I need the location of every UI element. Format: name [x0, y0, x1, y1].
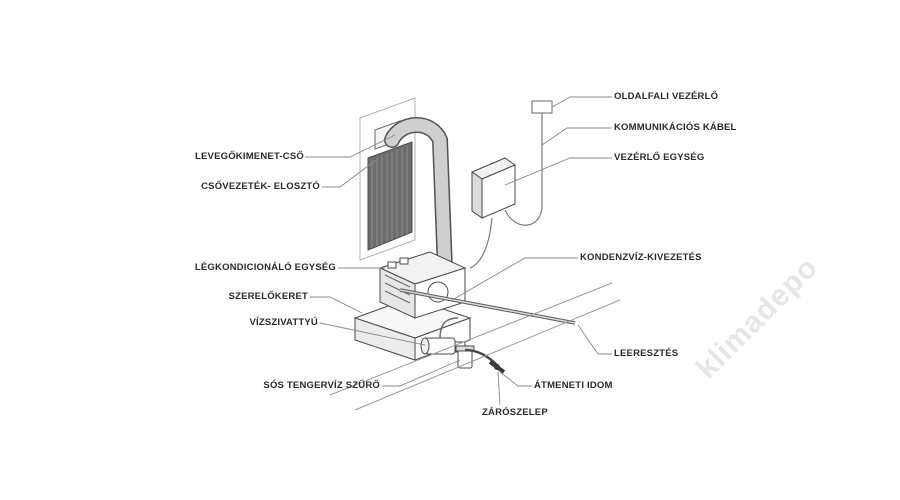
leader-zaroszelep — [498, 372, 500, 405]
seacock-valve — [490, 362, 504, 372]
leader-csovezetek-eloszto — [322, 160, 376, 187]
label-atmeneti-idom: ÁTMENETI IDOM — [534, 380, 613, 391]
hull-line-upper — [330, 283, 612, 395]
label-kommunikacios-kabel: KOMMUNIKÁCIÓS KÁBEL — [614, 122, 737, 133]
leader-levegokimenet-cso — [305, 135, 395, 157]
label-kondenzviz-kivezetes: KONDENZVÍZ-KIVEZETÉS — [580, 252, 702, 263]
label-vezerlo-egyseg: VEZÉRLŐ EGYSÉG — [614, 152, 705, 163]
label-szerelokeret: SZERELŐKERET — [228, 291, 308, 302]
label-zaroszelep: ZÁRÓSZELEP — [482, 407, 548, 418]
leader-kommunikacios-kabel — [542, 128, 612, 145]
air-outlet-duct — [392, 125, 445, 270]
leader-atmeneti-idom — [500, 372, 532, 386]
control-unit-box — [472, 158, 515, 218]
label-oldalfali-vezerlo: OLDALFALI VEZÉRLŐ — [614, 91, 719, 102]
hull-line-lower — [355, 300, 620, 410]
leader-vizszivattyu — [320, 323, 425, 345]
label-csovezetek-eloszto: CSŐVEZETÉK- ELOSZTÓ — [201, 181, 320, 192]
leader-leeresztes — [578, 325, 612, 354]
communication-cable — [505, 113, 542, 225]
label-leeresztes: LEERESZTÉS — [614, 348, 679, 359]
wall-controller-box — [532, 101, 552, 113]
leader-oldalfali-vezerlo — [552, 97, 612, 107]
leader-lines — [305, 97, 612, 405]
sea-water-strainer — [456, 346, 474, 368]
unit-cable — [470, 218, 492, 268]
leader-szerelokeret — [310, 297, 362, 313]
air-distribution-grille — [368, 142, 412, 250]
leader-vezerlo-egyseg — [505, 158, 612, 185]
label-vizszivattyu: VÍZSZIVATTYÚ — [249, 317, 318, 328]
label-sos-tengerviz-szuro: SÓS TENGERVÍZ SZŰRŐ — [263, 380, 380, 391]
leader-sos-tengerviz-szuro — [382, 360, 460, 386]
label-levegokimenet-cso: LEVEGŐKIMENET-CSŐ — [195, 151, 304, 162]
condensate-drain-hose — [400, 290, 575, 323]
pump-pipe — [440, 318, 458, 338]
label-legkondicionalo-egyseg: LÉGKONDICIONÁLÓ EGYSÉG — [194, 262, 336, 273]
leader-kondenzviz-kivezetes — [452, 258, 578, 300]
air-conditioner-unit — [380, 252, 465, 318]
